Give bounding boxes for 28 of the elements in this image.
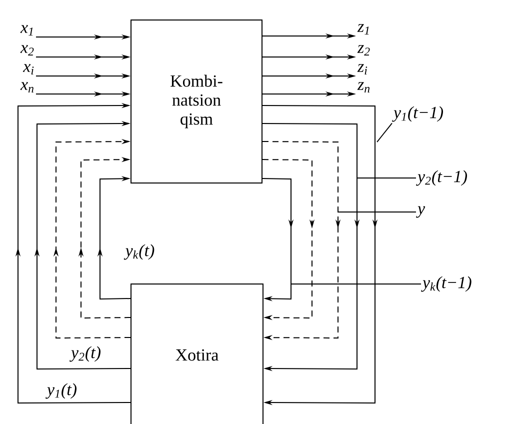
signal-label: x$_{n}$ <box>20 82 34 92</box>
signal-label: x$_{i}$ <box>22 64 34 74</box>
feedback-line <box>262 105 378 406</box>
signal-label: z$_{1}$ <box>357 24 369 34</box>
signal-label: y$_{2}$(t−1) <box>416 170 467 186</box>
feedback-line <box>78 157 131 319</box>
feedback-line <box>262 178 294 302</box>
edge-label: y$_{1}$(t) <box>46 382 78 400</box>
signal-label: y$_{k}$(t−1) <box>421 276 472 292</box>
feedback-line <box>53 139 131 338</box>
signal-label: z$_{2}$ <box>357 45 370 56</box>
feedback-line <box>34 121 131 370</box>
edge-label: y$_{k}$(t) <box>124 243 156 261</box>
feedback-line <box>15 103 131 404</box>
signal-label: z$_{i}$ <box>357 64 368 74</box>
feedback-line <box>262 141 341 340</box>
process-box: Kombi- natsion qism <box>130 20 262 184</box>
signal-label: x$_{2}$ <box>20 45 34 56</box>
signal-label: x$_{1}$ <box>20 25 33 36</box>
signal-label: y$_{1}$(t−1) <box>392 106 443 122</box>
edge-label: y$_{2}$(t) <box>70 345 102 363</box>
memory-box: Xotira <box>130 284 264 424</box>
feedback-line <box>262 123 360 372</box>
leader-line <box>376 122 392 142</box>
signal-label: y <box>416 206 426 218</box>
feedback-line <box>97 176 131 300</box>
signal-label: z$_{n}$ <box>357 82 370 92</box>
feedback-line <box>262 159 315 320</box>
